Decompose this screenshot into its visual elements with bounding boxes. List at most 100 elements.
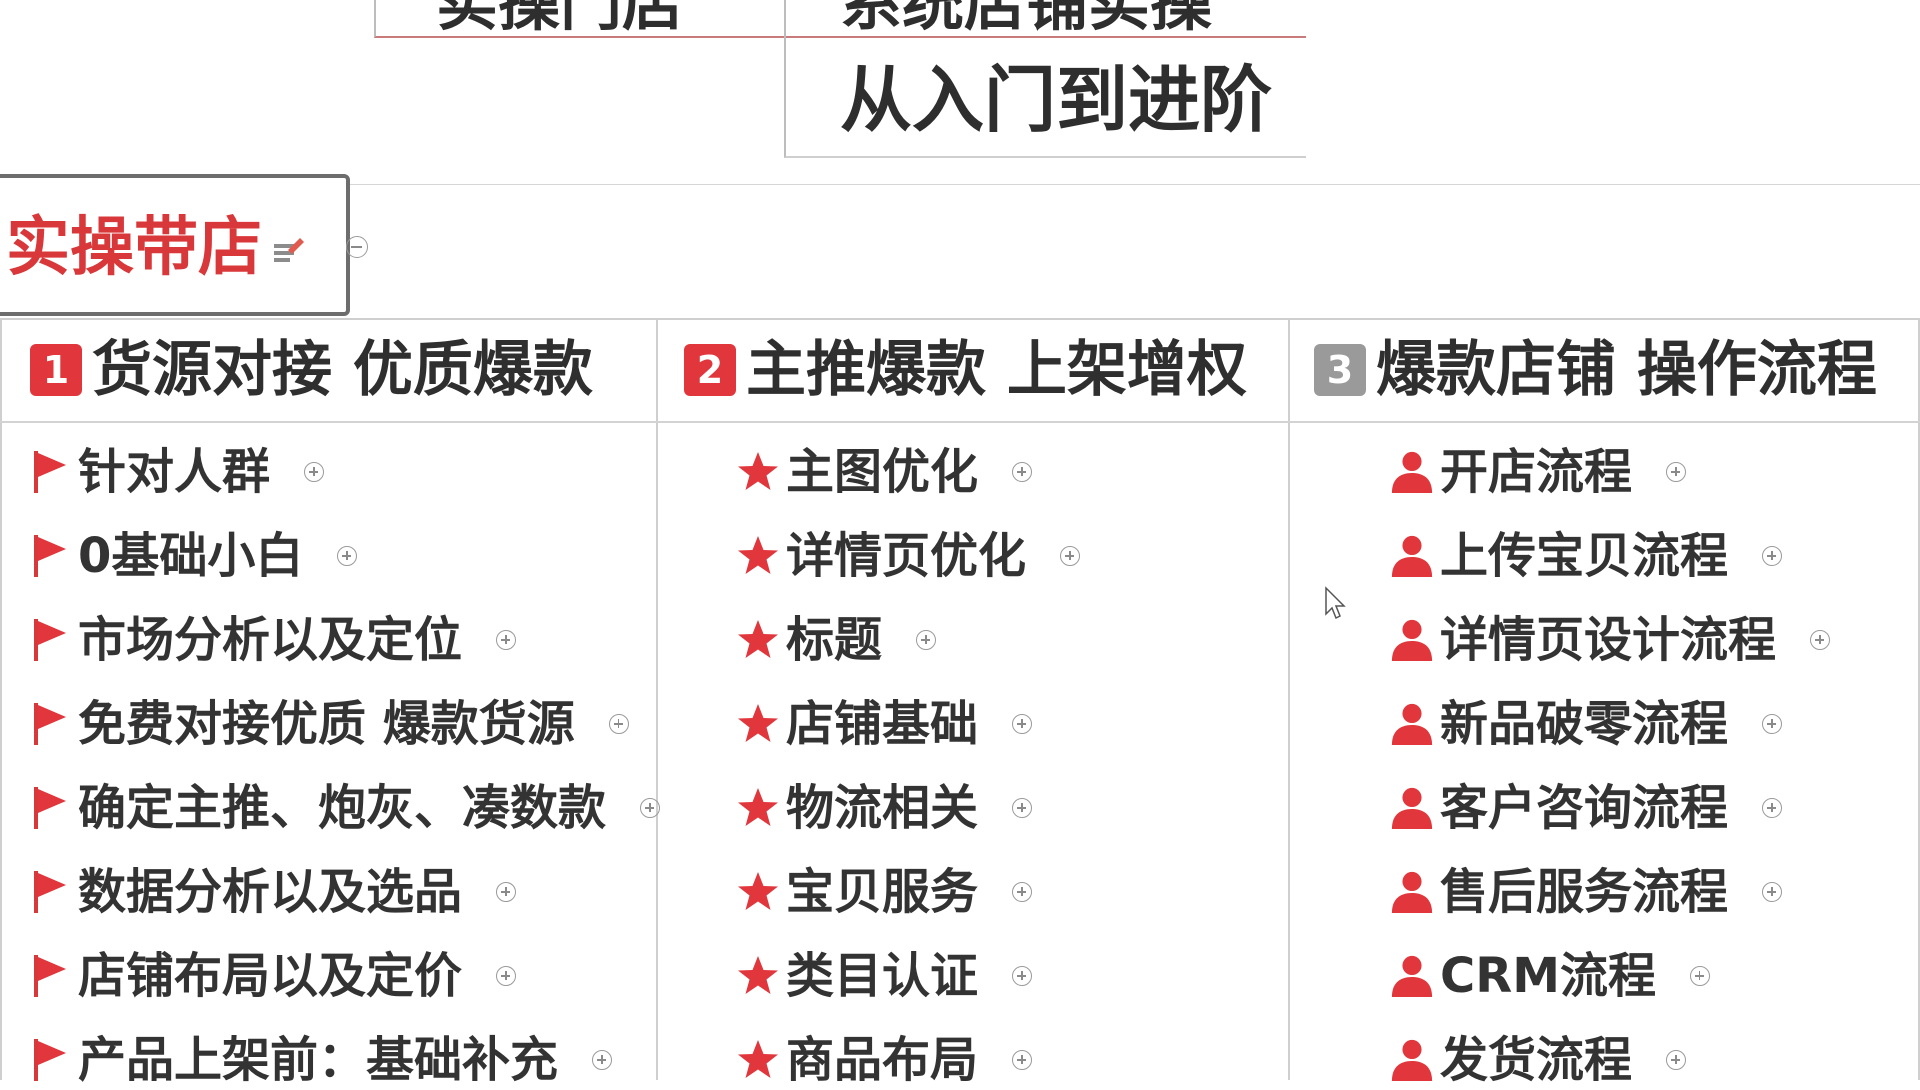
item-label: 开店流程: [1440, 444, 1633, 500]
expand-icon[interactable]: [592, 1050, 613, 1070]
list-item[interactable]: 免费对接优质 爆款货源: [28, 694, 660, 754]
edit-note-icon[interactable]: [272, 232, 306, 266]
item-label: 详情页优化: [786, 528, 1027, 584]
column-header-1[interactable]: 1 货源对接 优质爆款: [30, 334, 593, 406]
expand-icon[interactable]: [1012, 798, 1033, 818]
item-label: 0基础小白: [78, 528, 304, 584]
column-header-3[interactable]: 3 爆款店铺 操作流程: [1314, 334, 1877, 406]
red-flag-icon: [28, 1035, 72, 1085]
list-item[interactable]: CRM流程: [1390, 946, 1830, 1006]
item-label: 上传宝贝流程: [1440, 528, 1729, 584]
list-item[interactable]: 上传宝贝流程: [1390, 526, 1830, 586]
list-item[interactable]: 店铺基础: [736, 694, 1080, 754]
expand-icon[interactable]: [1689, 966, 1710, 986]
list-item[interactable]: 售后服务流程: [1390, 862, 1830, 922]
expand-icon[interactable]: [337, 546, 358, 566]
red-star-icon: [736, 447, 780, 497]
column-title: 货源对接 优质爆款: [92, 335, 593, 405]
expand-icon[interactable]: [1666, 1050, 1687, 1070]
column-divider: [656, 318, 658, 1080]
expand-icon[interactable]: [304, 462, 325, 482]
expand-icon[interactable]: [1762, 714, 1783, 734]
expand-icon[interactable]: [496, 882, 517, 902]
list-item[interactable]: 市场分析以及定位: [28, 610, 660, 670]
column-title: 爆款店铺 操作流程: [1376, 335, 1877, 405]
expand-icon[interactable]: [1666, 462, 1687, 482]
red-flag-icon: [28, 615, 72, 665]
priority-3-badge: 3: [1314, 344, 1366, 396]
list-item[interactable]: 开店流程: [1390, 442, 1830, 502]
divider: [0, 184, 1920, 185]
item-label: 发货流程: [1440, 1032, 1633, 1088]
list-item[interactable]: 详情页优化: [736, 526, 1081, 586]
branch-node-title[interactable]: 实操带店: [6, 211, 262, 285]
mouse-cursor-icon: [1324, 586, 1348, 622]
red-person-icon: [1390, 783, 1434, 833]
expand-icon[interactable]: [1012, 1050, 1033, 1070]
column-header-2[interactable]: 2 主推爆款 上架增权: [684, 334, 1247, 406]
item-label: 主图优化: [786, 444, 979, 500]
expand-icon[interactable]: [608, 714, 629, 734]
list-item[interactable]: 详情页设计流程: [1390, 610, 1831, 670]
item-label: 标题: [786, 612, 883, 668]
red-star-icon: [736, 1035, 780, 1085]
priority-2-badge: 2: [684, 344, 736, 396]
column-3-items: 开店流程 上传宝贝流程 详情页设计流程 新品破零流程 客户咨询流程 售后服务流程…: [1390, 442, 1831, 1090]
list-item[interactable]: 产品上架前：基础补充: [28, 1030, 660, 1090]
expand-icon[interactable]: [496, 966, 517, 986]
item-label: 店铺布局以及定价: [78, 948, 463, 1004]
expand-icon[interactable]: [1012, 462, 1033, 482]
column-1-items: 针对人群 0基础小白 市场分析以及定位 免费对接优质 爆款货源 确定主推、炮灰、…: [28, 442, 661, 1090]
collapse-icon[interactable]: [346, 236, 368, 258]
header-mid-text[interactable]: 系统店铺实操: [840, 0, 1213, 39]
red-person-icon: [1390, 1035, 1434, 1085]
list-item[interactable]: 发货流程: [1390, 1030, 1830, 1090]
list-item[interactable]: 商品布局: [736, 1030, 1080, 1090]
list-item[interactable]: 确定主推、炮灰、凑数款: [28, 778, 661, 838]
red-star-icon: [736, 531, 780, 581]
topic-table: [0, 318, 1920, 1082]
header-subtitle[interactable]: 从入门到进阶: [840, 58, 1273, 142]
list-item[interactable]: 0基础小白: [28, 526, 660, 586]
list-item[interactable]: 宝贝服务: [736, 862, 1080, 922]
list-item[interactable]: 针对人群: [28, 442, 660, 502]
expand-icon[interactable]: [1012, 714, 1033, 734]
expand-icon[interactable]: [1762, 882, 1783, 902]
list-item[interactable]: 类目认证: [736, 946, 1080, 1006]
red-star-icon: [736, 951, 780, 1001]
column-divider: [0, 318, 2, 1080]
list-item[interactable]: 主图优化: [736, 442, 1080, 502]
expand-icon[interactable]: [496, 630, 517, 650]
red-flag-icon: [28, 531, 72, 581]
list-item[interactable]: 标题: [736, 610, 1080, 670]
column-divider: [1918, 318, 1920, 1080]
list-item[interactable]: 客户咨询流程: [1390, 778, 1830, 838]
red-flag-icon: [28, 447, 72, 497]
list-item[interactable]: 新品破零流程: [1390, 694, 1830, 754]
list-item[interactable]: 物流相关: [736, 778, 1080, 838]
expand-icon[interactable]: [1762, 546, 1783, 566]
red-person-icon: [1390, 867, 1434, 917]
expand-icon[interactable]: [1762, 798, 1783, 818]
header-cell-subtitle: [784, 36, 1306, 158]
item-label: 针对人群: [78, 444, 271, 500]
expand-icon[interactable]: [916, 630, 937, 650]
red-flag-icon: [28, 699, 72, 749]
red-person-icon: [1390, 699, 1434, 749]
expand-icon[interactable]: [1060, 546, 1081, 566]
list-item[interactable]: 数据分析以及选品: [28, 862, 660, 922]
list-item[interactable]: 店铺布局以及定价: [28, 946, 660, 1006]
expand-icon[interactable]: [1012, 966, 1033, 986]
red-person-icon: [1390, 615, 1434, 665]
expand-icon[interactable]: [1810, 630, 1831, 650]
expand-icon[interactable]: [640, 798, 661, 818]
expand-icon[interactable]: [1012, 882, 1033, 902]
item-label: 物流相关: [786, 780, 979, 836]
red-flag-icon: [28, 867, 72, 917]
header-left-text[interactable]: 实操门店: [436, 0, 685, 39]
item-label: 类目认证: [786, 948, 979, 1004]
item-label: CRM流程: [1440, 948, 1656, 1004]
item-label: 数据分析以及选品: [78, 864, 463, 920]
item-label: 新品破零流程: [1440, 696, 1729, 752]
priority-1-badge: 1: [30, 344, 82, 396]
